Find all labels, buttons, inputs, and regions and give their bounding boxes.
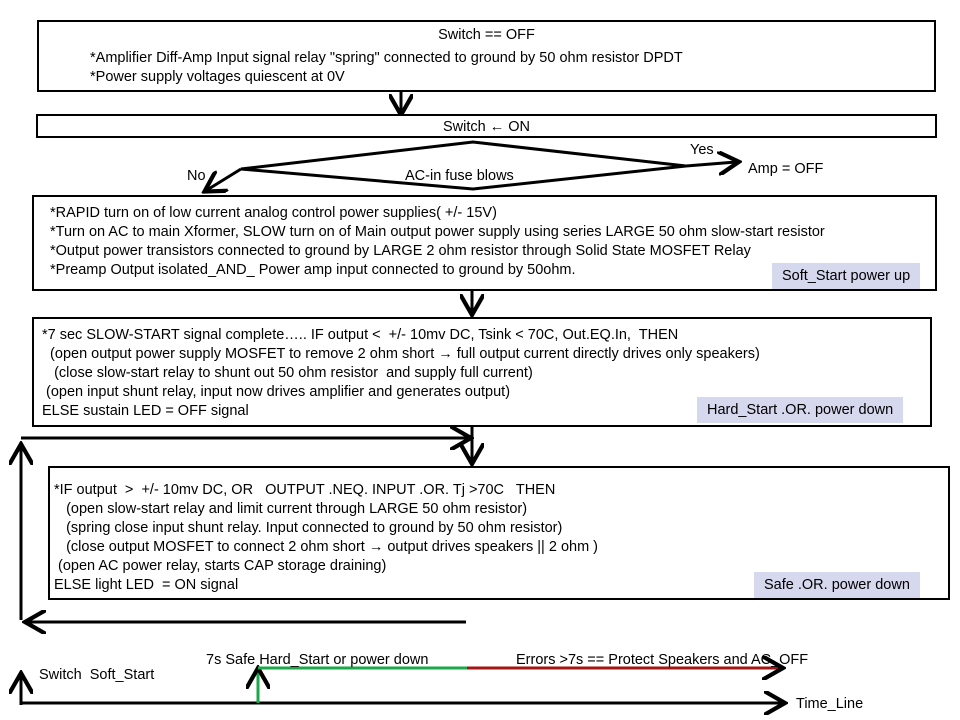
safe-line-6: ELSE light LED = ON signal	[54, 577, 239, 593]
state-safe-box: *IF output > +/- 10mv DC, OR OUTPUT .NEQ…	[48, 466, 950, 600]
arrow-no	[207, 167, 242, 190]
soft-start-line-2: *Turn on AC to main Xformer, SLOW turn o…	[50, 224, 825, 240]
safe-tag: Safe .OR. power down	[754, 572, 920, 598]
state-switch-off-title: Switch == OFF	[438, 27, 535, 43]
state-switch-on-title: Switch ← ON	[442, 119, 530, 135]
soft-start-tag: Soft_Start power up	[772, 263, 921, 289]
timeline-safe-label: 7s Safe Hard_Start or power down	[206, 652, 429, 668]
state-switch-off-box: Switch == OFF *Amplifier Diff-Amp Input …	[37, 20, 936, 92]
hard-start-line-1: *7 sec SLOW-START signal complete….. IF …	[42, 327, 679, 343]
safe-line-5: (open AC power relay, starts CAP storage…	[54, 558, 387, 574]
safe-line-3: (spring close input shunt relay. Input c…	[54, 520, 563, 536]
decision-no-label: No	[187, 168, 206, 184]
state-soft-start-box: *RAPID turn on of low current analog con…	[32, 195, 937, 291]
hard-start-line-5: ELSE sustain LED = OFF signal	[42, 403, 249, 419]
hard-start-tag: Hard_Start .OR. power down	[697, 397, 904, 423]
timeline-start-label: Switch Soft_Start	[39, 667, 155, 683]
soft-start-line-3: *Output power transistors connected to g…	[50, 243, 751, 259]
timeline-errors-label: Errors >7s == Protect Speakers and AC_OF…	[516, 652, 809, 668]
soft-start-line-1: *RAPID turn on of low current analog con…	[50, 205, 497, 221]
hard-start-line-3: (close slow-start relay to shunt out 50 …	[42, 365, 533, 381]
safe-line-2: (open slow-start relay and limit current…	[54, 501, 528, 517]
soft-start-line-4: *Preamp Output isolated_AND_ Power amp i…	[50, 262, 576, 278]
decision-text: AC-in fuse blows	[405, 168, 514, 184]
state-hard-start-box: *7 sec SLOW-START signal complete….. IF …	[32, 317, 932, 427]
state-switch-on-box: Switch ← ON	[36, 114, 937, 138]
arrow-yes	[685, 162, 736, 166]
hard-start-line-4: (open input shunt relay, input now drive…	[42, 384, 511, 400]
safe-line-4: (close output MOSFET to connect 2 ohm sh…	[54, 539, 599, 555]
state-switch-off-line-2: *Power supply voltages quiescent at 0V	[90, 69, 345, 85]
hard-start-line-2: (open output power supply MOSFET to remo…	[42, 346, 760, 362]
decision-yes-label: Yes	[690, 142, 714, 158]
state-switch-off-line-1: *Amplifier Diff-Amp Input signal relay "…	[90, 50, 683, 66]
safe-line-1: *IF output > +/- 10mv DC, OR OUTPUT .NEQ…	[54, 482, 556, 498]
amp-off-label: Amp = OFF	[748, 161, 824, 177]
timeline-end-label: Time_Line	[796, 696, 864, 712]
